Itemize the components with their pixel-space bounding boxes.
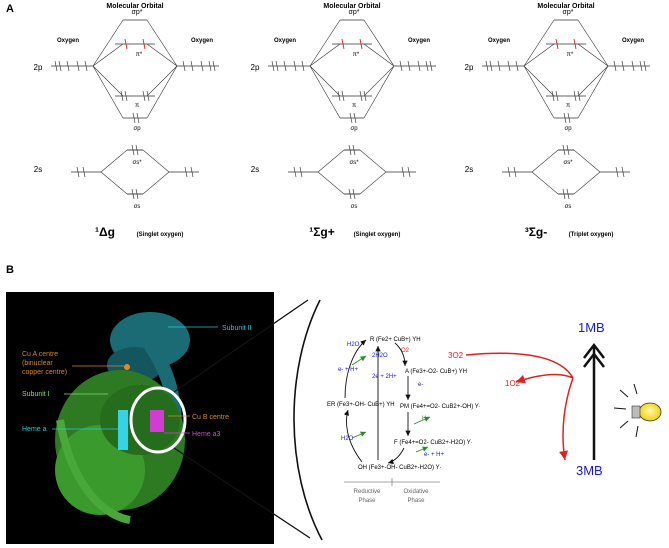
panel-b-label: B (6, 264, 14, 276)
e-h-right-label: e- + H+ (424, 452, 445, 458)
oxidative-phase-line1: Oxidative (403, 489, 429, 495)
two-e-two-h-label: 2e + 2H+ (372, 374, 397, 380)
triplet-mb-label: 3MB (576, 463, 603, 478)
left-atom-label: Oxygen (274, 38, 296, 44)
level-2p-label: 2p (465, 63, 474, 72)
state-symbol: ³Σg- (525, 225, 548, 239)
state-symbol: ¹Δg (95, 225, 115, 239)
level-2p-label: 2p (251, 63, 260, 72)
two-h2o-label: 2H2O (372, 353, 388, 359)
right-atom-label: Oxygen (408, 38, 430, 44)
label-heme-a3: Heme a3 (192, 431, 221, 438)
state-name: (Triplet oxygen) (569, 232, 614, 238)
state-r: R (Fe2+ CuB+) YH (370, 337, 421, 343)
oxidative-phase-line2: Phase (407, 498, 425, 504)
mo-diagrams: Molecular Orbital Oxygen Oxygen 2p 2s σp… (34, 3, 650, 239)
mo-title: Molecular Orbital (323, 3, 380, 10)
state-symbol: ¹Σg+ (309, 225, 335, 239)
sigma-p-label: σp (350, 126, 358, 132)
sigma-p-label: σp (564, 126, 572, 132)
light-bulb-icon (613, 383, 662, 438)
h2o-top-label: H2O (347, 342, 360, 348)
left-atom-label: Oxygen (57, 38, 79, 44)
e-minus-label: e- (418, 382, 423, 388)
photosensitizer-scheme: 3O2 1O2 1MB 3MB (448, 320, 662, 478)
mo-diagram-3: Molecular Orbital Oxygen Oxygen 2p 2s σp… (465, 3, 650, 239)
sigma-p-star-label: σp* (349, 9, 360, 16)
level-2p-label: 2p (34, 63, 43, 72)
sigma-s-star-label: σs* (132, 160, 142, 166)
right-atom-label: Oxygen (622, 38, 644, 44)
pi-star-label: π* (353, 52, 360, 58)
state-a: A (Fe3+-O2- CuB+) YH (405, 369, 467, 375)
label-subunit-i: Subunit I (22, 391, 50, 398)
pi-star-label: π* (567, 52, 574, 58)
sigma-s-label: σs (134, 204, 141, 210)
level-2s-label: 2s (465, 165, 473, 174)
reductive-phase-line1: Reductive (354, 489, 381, 495)
singlet-mb-label: 1MB (578, 320, 605, 335)
pi-star-label: π* (136, 52, 143, 58)
mo-title: Molecular Orbital (537, 3, 594, 10)
left-atom-label: Oxygen (488, 38, 510, 44)
label-subunit-ii: Subunit II (222, 325, 252, 332)
label-cu-b: Cu B centre (192, 414, 229, 421)
reductive-phase-line2: Phase (358, 498, 376, 504)
label-heme-a: Heme a (22, 426, 47, 433)
sigma-p-star-label: σp* (563, 9, 574, 16)
mo-diagram-2: Molecular Orbital Oxygen Oxygen 2p 2s σp… (251, 3, 436, 239)
sigma-p-star-label: σp* (132, 9, 143, 16)
singlet-o2-label: 1O2 (505, 379, 521, 388)
catalytic-cycle: R (Fe2+ CuB+) YH A (Fe3+-O2- CuB+) YH PM… (327, 337, 481, 504)
mo-title: Molecular Orbital (106, 3, 163, 10)
triplet-o2-label: 3O2 (448, 351, 464, 360)
zoom-connector (173, 299, 323, 541)
state-name: (Singlet oxygen) (137, 232, 184, 238)
sigma-p-label: σp (133, 126, 141, 132)
state-er: ER (Fe3+-OH- CuB+) YH (327, 402, 395, 408)
o2-label: O2 (401, 348, 410, 354)
pi-label: π (352, 103, 356, 109)
level-2s-label: 2s (251, 165, 259, 174)
label-cu-a-line2: (binuclear (22, 360, 53, 367)
state-f: F (Fe4+=O2- CuB2+-H2O) Y· (394, 440, 473, 446)
pi-label: π (135, 103, 139, 109)
sigma-s-label: σs (565, 204, 572, 210)
level-2s-label: 2s (34, 165, 42, 174)
right-atom-label: Oxygen (191, 38, 213, 44)
h2o-bottom-label: H2O (341, 436, 354, 442)
mo-diagram-1: Molecular Orbital Oxygen Oxygen 2p 2s σp… (34, 3, 219, 239)
state-pm: PM (Fe4+=O2- CuB2+-OH) Y· (400, 404, 481, 410)
protein-structure-image (6, 292, 274, 544)
state-oh: OH (Fe3+-OH- CuB2+-H2O) Y· (358, 465, 442, 471)
panel-a-label: A (6, 3, 14, 15)
sigma-s-label: σs (351, 204, 358, 210)
pi-label: π (566, 103, 570, 109)
sigma-s-star-label: σs* (563, 160, 573, 166)
state-name: (Singlet oxygen) (354, 232, 401, 238)
sigma-s-star-label: σs* (349, 160, 359, 166)
protein-labels: Subunit II Cu A centre (binuclear copper… (22, 325, 252, 438)
label-cu-a-line1: Cu A centre (22, 351, 58, 358)
label-cu-a-line3: copper centre) (22, 369, 67, 376)
